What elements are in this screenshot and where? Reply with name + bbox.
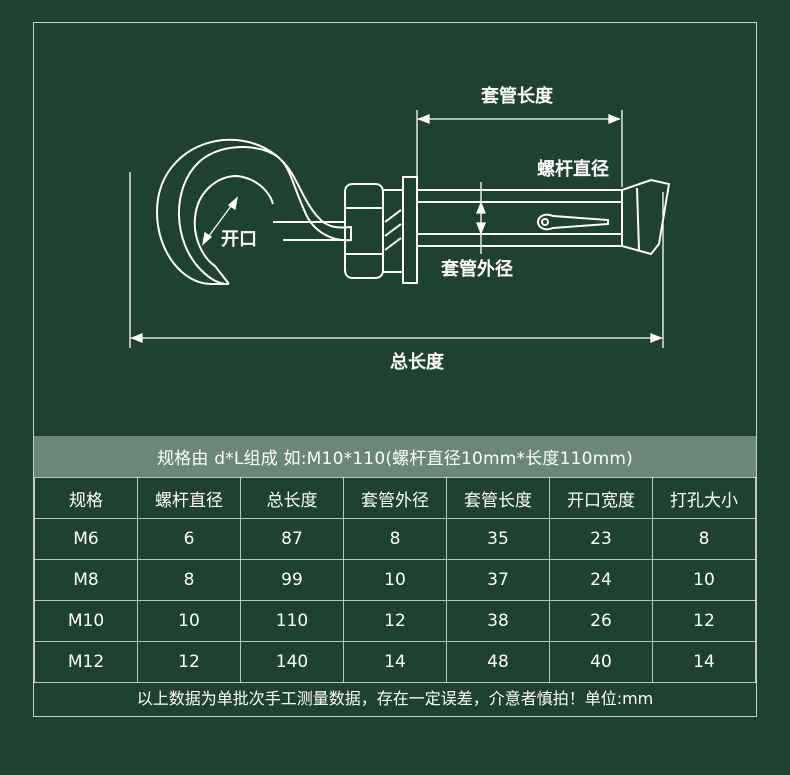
table-row: M10 10 110 12 38 26 12	[34, 600, 756, 642]
table-cell: 10	[652, 559, 756, 601]
table-cell: M8	[34, 559, 138, 601]
table-cell: 10	[137, 600, 241, 642]
table-cell: 14	[343, 641, 447, 683]
header-cell: 打孔大小	[652, 477, 756, 519]
outer-frame	[33, 22, 757, 717]
table-cell: 23	[549, 518, 653, 560]
label-total-length: 总长度	[390, 351, 445, 373]
table-cell: M12	[34, 641, 138, 683]
table-row: M12 12 140 14 48 40 14	[34, 641, 756, 683]
hook-shape	[155, 138, 352, 285]
table-row: M8 8 99 10 37 24 10	[34, 559, 756, 601]
footnote: 以上数据为单批次手工测量数据，存在一定误差，介意者慎拍！单位:mm	[136, 689, 654, 708]
header-cell: 套管长度	[446, 477, 550, 519]
table-cell: 8	[137, 559, 241, 601]
header-cell: 螺杆直径	[137, 477, 241, 519]
table-cell: 87	[240, 518, 344, 560]
sleeve-slot	[536, 213, 609, 231]
hook-bolt-diagram: 套管长度 螺杆直径 开口 套管外径 总长度	[129, 85, 671, 373]
header-cell: 规格	[34, 477, 138, 519]
table-cell: 110	[240, 600, 344, 642]
table-cell: 48	[446, 641, 550, 683]
table-header-row: 规格 螺杆直径 总长度 套管外径 套管长度 开口宽度 打孔大小	[34, 477, 756, 519]
table-cell: 8	[343, 518, 447, 560]
table-cell: 38	[446, 600, 550, 642]
flat-washer	[402, 176, 418, 284]
header-cell: 总长度	[240, 477, 344, 519]
table-cell: 14	[652, 641, 756, 683]
table-cell: 8	[652, 518, 756, 560]
table-cell: 12	[343, 600, 447, 642]
header-cell: 开口宽度	[549, 477, 653, 519]
table-cell: 12	[652, 600, 756, 642]
table-row: M6 6 87 8 35 23 8	[34, 518, 756, 560]
label-sleeve-outer-diameter: 套管外径	[441, 258, 513, 280]
spec-table: 规格 螺杆直径 总长度 套管外径 套管长度 开口宽度 打孔大小 M6 6 87 …	[34, 477, 756, 683]
label-opening: 开口	[221, 229, 257, 250]
table-cell: 99	[240, 559, 344, 601]
dimension-lines	[129, 110, 664, 348]
header-cell: 套管外径	[343, 477, 447, 519]
table-cell: 10	[343, 559, 447, 601]
hook-bolt-outline	[155, 138, 671, 285]
table-cell: 35	[446, 518, 550, 560]
table-cell: 26	[549, 600, 653, 642]
spec-banner: 规格由 d*L组成 如:M10*110(螺杆直径10mm*长度110mm)	[34, 436, 756, 477]
table-cell: M10	[34, 600, 138, 642]
cone-nut	[621, 178, 671, 256]
label-sleeve-length: 套管长度	[481, 85, 554, 107]
table-cell: M6	[34, 518, 138, 560]
table-cell: 6	[137, 518, 241, 560]
label-rod-diameter: 螺杆直径	[537, 158, 609, 180]
table-cell: 37	[446, 559, 550, 601]
table-cell: 24	[549, 559, 653, 601]
